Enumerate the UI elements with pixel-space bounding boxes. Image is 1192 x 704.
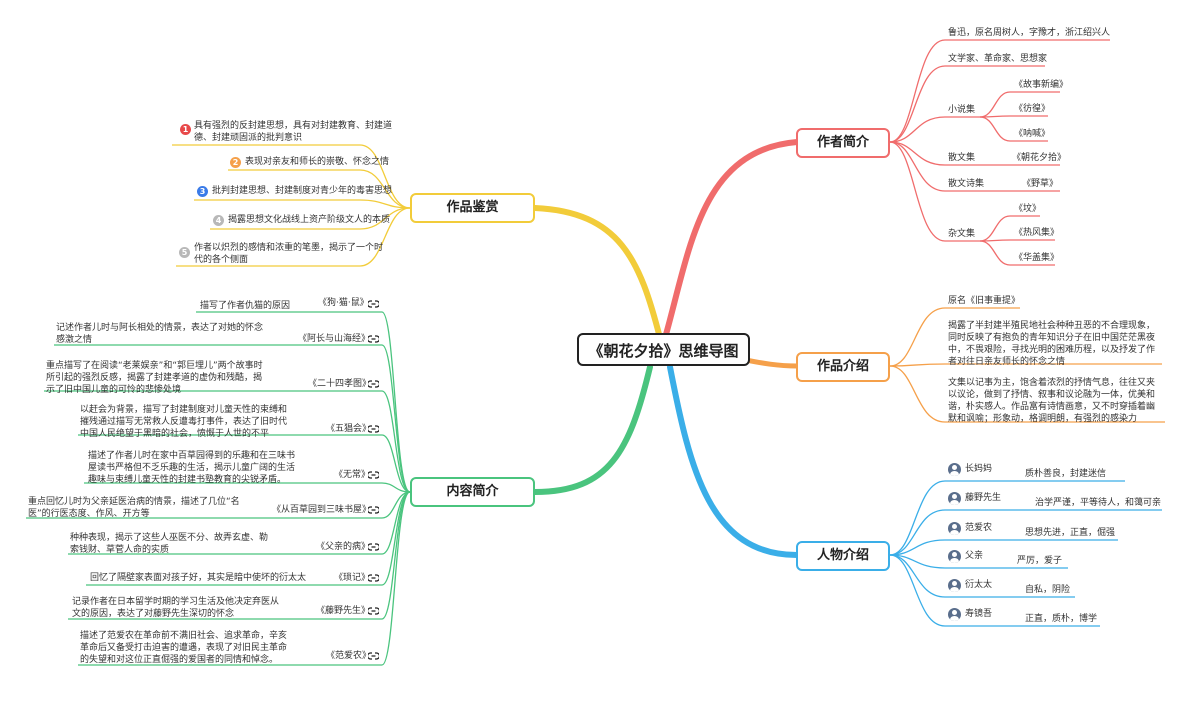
content-title[interactable]: 《五猖会》 [326, 424, 372, 434]
character-name[interactable]: 父亲 [965, 551, 984, 561]
poem-item[interactable]: 《野草》 [1022, 179, 1059, 189]
novel-item[interactable]: 《呐喊》 [1014, 129, 1051, 139]
character-desc[interactable]: 质朴善良，封建迷信 [1025, 469, 1107, 479]
avatar-icon [948, 608, 961, 621]
content-desc[interactable]: 重点回忆儿时为父亲延医治病的情景，描述了几位“名医”的行医态度、作风、开方等 [28, 497, 240, 519]
link-icon[interactable] [368, 543, 379, 551]
appreciation-item[interactable]: 作者以炽烈的感情和浓重的笔墨，揭示了一个时代的各个侧面 [194, 243, 384, 265]
novel-item[interactable]: 《彷徨》 [1014, 104, 1051, 114]
novels-label[interactable]: 小说集 [948, 105, 976, 115]
prose-item[interactable]: 《朝花夕拾》 [1012, 153, 1067, 163]
appreciation-item[interactable]: 具有强烈的反封建思想，具有对封建教育、封建道德、封建顽固派的批判意识 [194, 121, 393, 143]
number-badge: 5 [179, 247, 190, 258]
avatar-icon [948, 492, 961, 505]
novel-item[interactable]: 《故事新编》 [1014, 80, 1069, 90]
content-desc[interactable]: 种种表现，揭示了这些人巫医不分、故弄玄虚、勒索钱财、草菅人命的实质 [70, 533, 269, 555]
content-title[interactable]: 《二十四孝图》 [308, 379, 372, 389]
work-summary[interactable]: 揭露了半封建半殖民地社会种种丑恶的不合理现象，同时反映了有抱负的青年知识分子在旧… [948, 321, 1156, 367]
avatar-icon [948, 522, 961, 535]
link-icon[interactable] [368, 506, 379, 514]
number-badge: 4 [213, 215, 224, 226]
avatar-icon [948, 579, 961, 592]
number-badge: 1 [180, 124, 191, 135]
character-desc[interactable]: 严厉，爱子 [1017, 556, 1063, 566]
author-intro[interactable]: 鲁迅，原名周树人，字豫才，浙江绍兴人 [948, 28, 1111, 38]
number-badge: 3 [197, 186, 208, 197]
avatar-icon [948, 550, 961, 563]
link-icon[interactable] [368, 380, 379, 388]
branch-characters[interactable]: 人物介绍 [796, 541, 890, 571]
link-icon[interactable] [368, 652, 379, 660]
character-name[interactable]: 衍太太 [965, 580, 993, 590]
character-name[interactable]: 寿镜吾 [965, 609, 993, 619]
central-topic[interactable]: 《朝花夕拾》思维导图 [577, 333, 750, 366]
poem-label[interactable]: 散文诗集 [948, 179, 985, 189]
branch-work[interactable]: 作品介绍 [796, 352, 890, 382]
character-desc[interactable]: 自私，阴险 [1025, 585, 1071, 595]
essay-item[interactable]: 《华盖集》 [1014, 253, 1060, 263]
essay-item[interactable]: 《热风集》 [1014, 228, 1060, 238]
content-title[interactable]: 《无常》 [334, 470, 371, 480]
content-desc[interactable]: 描写了作者仇猫的原因 [200, 301, 291, 311]
content-desc[interactable]: 描述了范爱农在革命前不满旧社会、追求革命，辛亥革命后又备受打击迫害的遭遇，表现了… [80, 631, 288, 665]
character-name[interactable]: 藤野先生 [965, 493, 1002, 503]
branch-appreciation[interactable]: 作品鉴赏 [410, 193, 535, 223]
character-desc[interactable]: 正直，质朴，博学 [1025, 614, 1098, 624]
content-title[interactable]: 《琐记》 [334, 573, 371, 583]
avatar-icon [948, 463, 961, 476]
link-icon[interactable] [368, 425, 379, 433]
link-icon[interactable] [368, 574, 379, 582]
content-desc[interactable]: 描述了作者儿时在家中百草园得到的乐趣和在三味书屋读书严格但不乏乐趣的生活，揭示儿… [88, 451, 296, 485]
content-desc[interactable]: 以赶会为背景，描写了封建制度对儿童天性的束缚和摧残通过描写无常救人反遭毒打事件，… [80, 405, 288, 439]
appreciation-item[interactable]: 揭露思想文化战线上资产阶级文人的本质 [228, 215, 391, 225]
content-title[interactable]: 《阿长与山海经》 [298, 334, 371, 344]
appreciation-item[interactable]: 批判封建思想、封建制度对青少年的毒害思想 [212, 186, 393, 196]
content-title[interactable]: 《狗·猫·鼠》 [318, 298, 369, 308]
link-icon[interactable] [368, 300, 379, 308]
link-icon[interactable] [368, 471, 379, 479]
work-style[interactable]: 文集以记事为主，饱含着浓烈的抒情气息，往往又夹以议论，做到了抒情、叙事和议论融为… [948, 378, 1156, 424]
prose-label[interactable]: 散文集 [948, 153, 976, 163]
character-desc[interactable]: 治学严谨，平等待人，和蔼可亲 [1035, 498, 1162, 508]
character-name[interactable]: 长妈妈 [965, 464, 993, 474]
content-desc[interactable]: 重点描写了在阅读“老莱娱亲”和“郭巨埋儿”两个故事时所引起的强烈反感，揭露了封建… [46, 361, 263, 395]
content-desc[interactable]: 记述作者儿时与阿长相处的情景，表达了对她的怀念感激之情 [56, 323, 264, 345]
work-original-name[interactable]: 原名《旧事重提》 [948, 296, 1021, 306]
link-icon[interactable] [368, 335, 379, 343]
character-name[interactable]: 范爱农 [965, 523, 993, 533]
content-desc[interactable]: 回忆了隔壁家表面对孩子好，其实是暗中使坏的衍太太 [90, 573, 307, 583]
content-title[interactable]: 《从百草园到三味书屋》 [272, 505, 372, 515]
branch-author[interactable]: 作者简介 [796, 128, 890, 158]
link-icon[interactable] [368, 607, 379, 615]
content-desc[interactable]: 记录作者在日本留学时期的学习生活及他决定弃医从文的原因，表达了对藤野先生深切的怀… [72, 597, 280, 619]
essays-label[interactable]: 杂文集 [948, 229, 976, 239]
character-desc[interactable]: 思想先进，正直，倔强 [1025, 528, 1116, 538]
appreciation-item[interactable]: 表现对亲友和师长的崇敬、怀念之情 [245, 157, 390, 167]
content-title[interactable]: 《父亲的病》 [316, 542, 371, 552]
content-title[interactable]: 《藤野先生》 [316, 606, 371, 616]
content-title[interactable]: 《范爱农》 [326, 651, 372, 661]
branch-content[interactable]: 内容简介 [410, 477, 535, 507]
author-roles[interactable]: 文学家、革命家、思想家 [948, 54, 1048, 64]
essay-item[interactable]: 《坟》 [1014, 204, 1042, 214]
number-badge: 2 [230, 157, 241, 168]
